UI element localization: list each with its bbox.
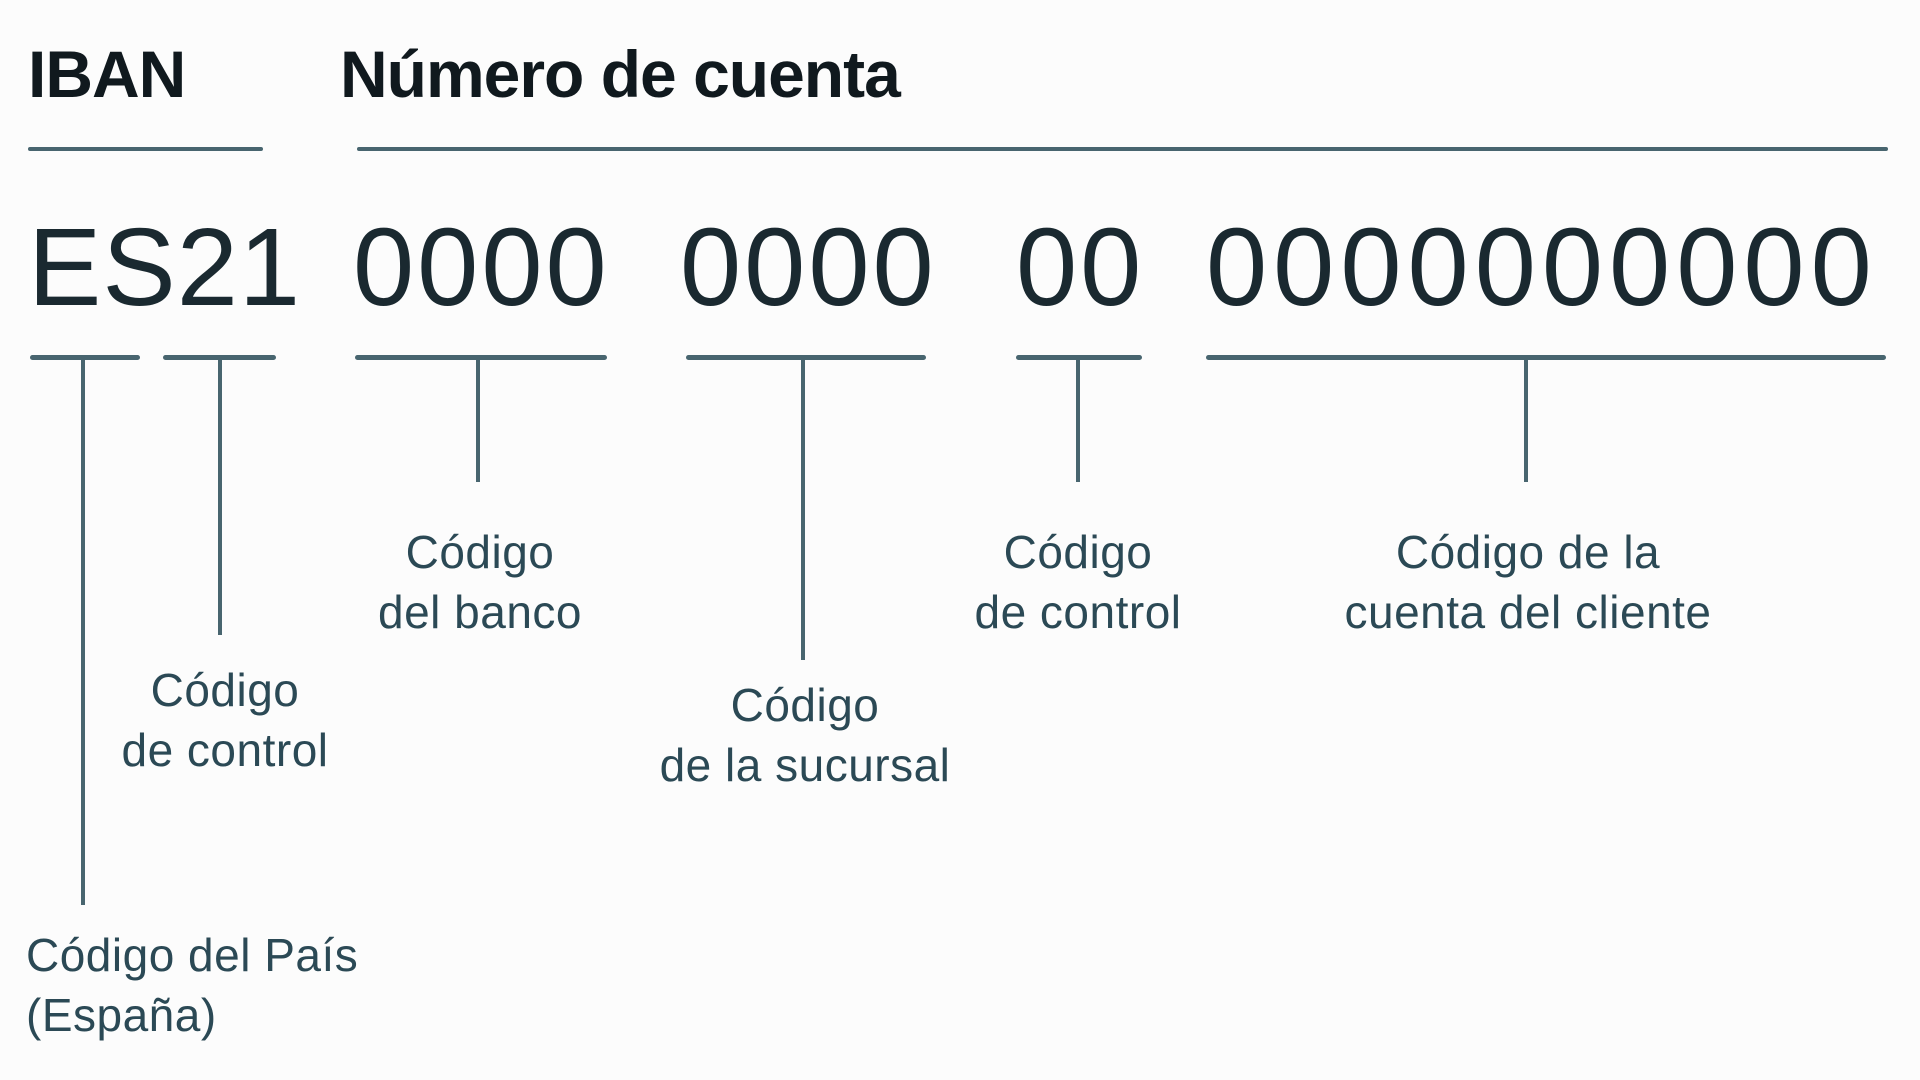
connector-account bbox=[1524, 355, 1528, 482]
iban-heading-rule bbox=[28, 147, 263, 151]
connector-check bbox=[218, 355, 222, 635]
country-code-text: ES bbox=[28, 206, 177, 329]
bracket-bank bbox=[355, 355, 607, 360]
label-line: de control bbox=[974, 586, 1182, 638]
label-country-code: Código del País (España) bbox=[26, 925, 546, 1045]
code-group-country-check: ES21 bbox=[28, 213, 301, 323]
check-digits-text: 21 bbox=[176, 206, 302, 329]
account-number-heading: Número de cuenta bbox=[340, 37, 901, 111]
label-line: de la sucursal bbox=[659, 739, 951, 791]
iban-heading: IBAN bbox=[28, 37, 186, 111]
bracket-account bbox=[1206, 355, 1886, 360]
code-group-account: 0000000000 bbox=[1206, 206, 1878, 329]
code-group-control: 00 bbox=[1016, 206, 1145, 329]
label-line: Código bbox=[405, 526, 555, 578]
connector-branch bbox=[801, 355, 805, 660]
bracket-country bbox=[30, 355, 140, 360]
label-line: del banco bbox=[378, 586, 582, 638]
connector-control bbox=[1076, 355, 1080, 482]
connector-bank bbox=[476, 355, 480, 482]
account-number-heading-rule bbox=[357, 147, 1888, 151]
label-control-code: Código de control bbox=[878, 522, 1278, 642]
bracket-branch bbox=[686, 355, 926, 360]
label-line: Código bbox=[1003, 526, 1153, 578]
label-branch-code: Código de la sucursal bbox=[605, 675, 1005, 795]
label-line: Código bbox=[730, 679, 880, 731]
label-line: cuenta del cliente bbox=[1344, 586, 1712, 638]
label-check-digits: Código de control bbox=[25, 660, 425, 780]
connector-country bbox=[81, 355, 85, 905]
label-line: Código de la bbox=[1395, 526, 1661, 578]
label-line: Código del País bbox=[26, 929, 359, 981]
label-bank-code: Código del banco bbox=[280, 522, 680, 642]
label-line: Código bbox=[150, 664, 300, 716]
label-line: de control bbox=[121, 724, 329, 776]
code-group-branch: 0000 bbox=[680, 206, 937, 329]
label-client-account-code: Código de la cuenta del cliente bbox=[1278, 522, 1778, 642]
label-line: (España) bbox=[26, 989, 217, 1041]
code-group-bank: 0000 bbox=[353, 206, 610, 329]
